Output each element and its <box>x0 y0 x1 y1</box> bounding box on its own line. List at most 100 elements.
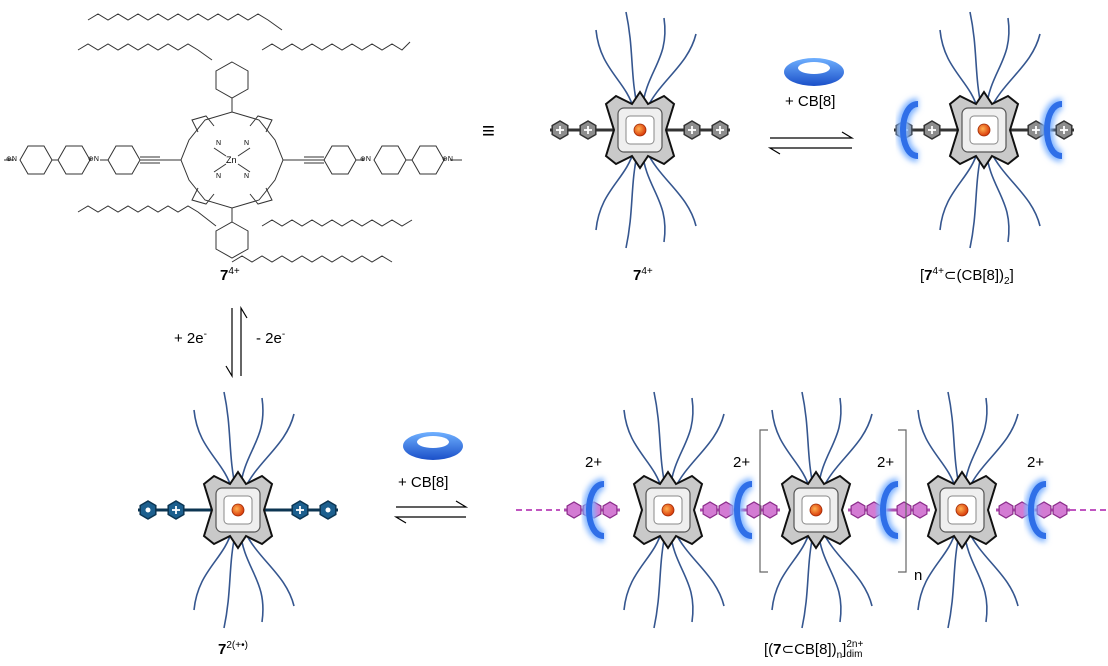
peg-chain <box>645 149 697 227</box>
porphyrin-model <box>632 470 704 550</box>
cb8-ring-icon-top <box>784 58 844 86</box>
reduction-label: + 2e- <box>174 329 207 347</box>
peg-chain <box>989 149 1041 227</box>
polymer-aryl-unit <box>1052 501 1068 519</box>
porphyrin-model <box>926 470 998 550</box>
compound-label-porphyrin-structure: 74+ <box>220 266 240 284</box>
aryl-ring-bottom <box>215 221 249 259</box>
pyridinium-right-inner <box>373 145 407 175</box>
n-atom-label: N <box>244 173 250 180</box>
zn-atom-label: Zn <box>226 155 237 165</box>
viologen-unit <box>167 500 185 520</box>
peg-chain <box>243 529 295 607</box>
peg-chain <box>645 33 697 111</box>
peg-chain <box>771 409 811 491</box>
peg-chain <box>623 409 663 491</box>
porphyrin-model <box>948 90 1020 170</box>
alkyne-left <box>140 156 181 164</box>
porphyrin-model <box>202 470 274 550</box>
porphyrin-chemical-structure <box>4 13 462 263</box>
n-atom-label: N <box>244 140 250 147</box>
peg-chain <box>967 413 1019 491</box>
cb8-barrel <box>583 478 606 542</box>
cb8-shape <box>586 481 605 539</box>
aryl-unit <box>912 501 928 519</box>
aryl-unit <box>998 501 1014 519</box>
peg-chain-bottom-3 <box>231 255 393 263</box>
polymer-repeat-bracket <box>759 429 907 573</box>
aryl-unit <box>718 501 734 519</box>
viologen-unit <box>319 500 337 520</box>
zinc-center <box>809 503 823 517</box>
peg-chain <box>821 529 873 607</box>
polymer-aryl-unit <box>896 501 912 519</box>
aryl-unit <box>762 501 778 519</box>
alkyne-right <box>283 156 324 164</box>
cb8-shape <box>900 101 919 159</box>
peg-chain-top-2 <box>77 43 213 61</box>
cb8-barrel <box>1041 98 1064 162</box>
polymer-aryl-unit <box>998 501 1014 519</box>
radical-dot <box>325 507 331 513</box>
viologen-unit <box>551 120 569 140</box>
polymer-aryl-unit <box>746 501 762 519</box>
porphyrin-models <box>202 90 1020 550</box>
peg-chain <box>821 413 873 491</box>
aryl-unit <box>1036 501 1052 519</box>
compound-label-model-7: 74+ <box>633 266 653 284</box>
peg-chain <box>917 409 957 491</box>
peg-chain <box>193 409 233 491</box>
viologen-unit <box>1055 120 1073 140</box>
peg-chain <box>939 149 979 231</box>
polymer-aryl-unit <box>1036 501 1052 519</box>
cb8-shape <box>1044 101 1063 159</box>
viologen-unit <box>579 120 597 140</box>
peg-chains-models <box>193 11 1041 629</box>
zinc-center <box>231 503 245 517</box>
cb8-shape <box>734 481 753 539</box>
equilibrium-arrow-top <box>767 131 855 155</box>
peg-chain <box>243 413 295 491</box>
viologen-unit <box>291 500 309 520</box>
polymer-aryl-unit <box>566 501 582 519</box>
reagent-label-bottom: + CB[8] <box>398 474 449 491</box>
peg-chain-top-1 <box>87 13 283 31</box>
peg-chain <box>673 413 725 491</box>
cb8-shape <box>1028 481 1047 539</box>
pyridinium-n-label: ⊕N <box>360 156 371 163</box>
polymer-aryl-unit <box>850 501 866 519</box>
cb8-shape <box>880 481 899 539</box>
equilibrium-arrow-bottom <box>393 500 469 524</box>
peg-chain <box>673 529 725 607</box>
peg-chain <box>771 529 811 611</box>
polymer-aryl-unit <box>718 501 734 519</box>
cb8-barrel <box>1025 478 1048 542</box>
equivalence-sign: ≡ <box>482 118 495 143</box>
pyridinium-left-inner <box>57 145 91 175</box>
charge-label: 2+ <box>733 454 751 471</box>
aryl-unit <box>566 501 582 519</box>
peg-chain-bottom-2 <box>261 219 413 227</box>
polymer-aryl-unit <box>912 501 928 519</box>
oxidation-label: - 2e- <box>256 329 286 347</box>
aryl-unit <box>896 501 912 519</box>
phenyl-right <box>323 145 357 175</box>
pyridinium-right-outer <box>411 145 445 175</box>
aryl-unit <box>746 501 762 519</box>
peg-chain-bottom-1 <box>77 205 217 227</box>
zinc-center <box>633 123 647 137</box>
polymer-aryl-unit <box>602 501 618 519</box>
peg-chain <box>989 33 1041 111</box>
charge-label: 2+ <box>877 454 895 471</box>
repeat-index-n: n <box>914 567 923 584</box>
zinc-center <box>955 503 969 517</box>
aryl-ring-top <box>215 61 249 99</box>
aryl-unit <box>702 501 718 519</box>
charge-label: 2+ <box>1027 454 1045 471</box>
porphyrin-model <box>780 470 852 550</box>
zinc-center <box>977 123 991 137</box>
porphyrin-model <box>604 90 676 170</box>
aryl-unit <box>1052 501 1068 519</box>
phenyl-left <box>107 145 141 175</box>
peg-chain <box>939 29 979 111</box>
